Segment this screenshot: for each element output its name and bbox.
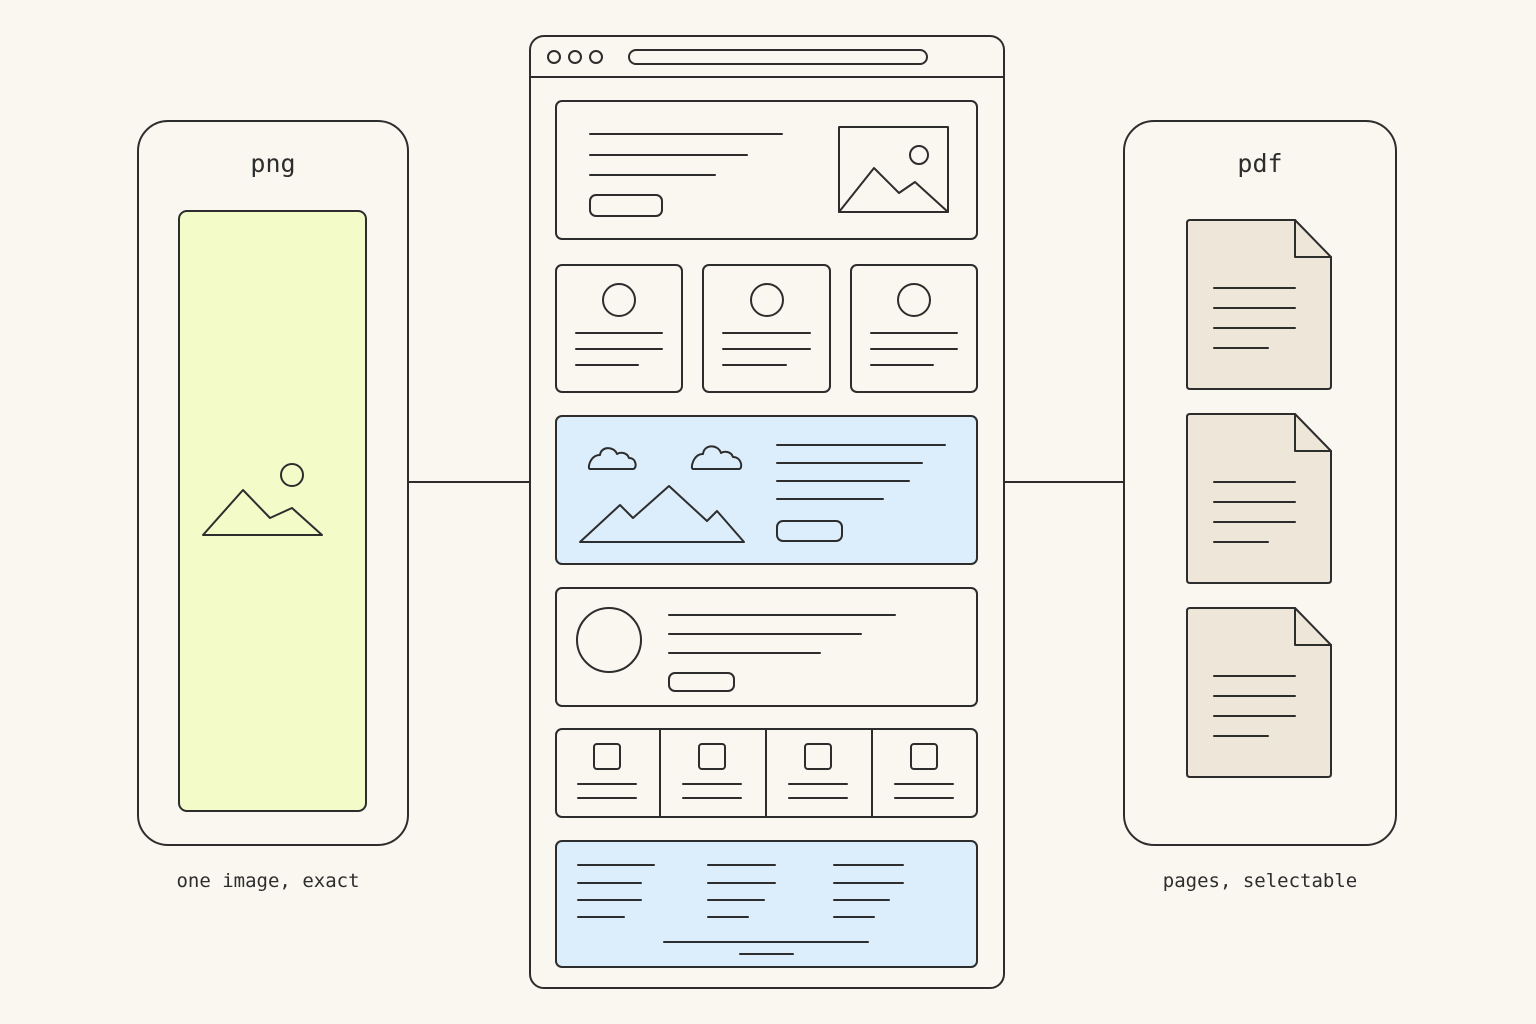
avatar-circle-icon [576,607,642,673]
window-control-dot [547,50,561,64]
window-control-dot [589,50,603,64]
feature-grid [555,728,978,818]
pdf-panel [1123,120,1397,846]
avatar-circle-icon [897,283,931,317]
avatar-circle-icon [750,283,784,317]
image-icon [838,126,949,213]
png-panel [137,120,409,846]
hero-section [555,100,978,240]
pdf-panel-title: pdf [1237,149,1283,178]
profile-card [555,264,683,393]
document-icon [1186,607,1332,778]
profile-section [555,587,978,707]
profile-button [668,672,735,692]
banner-button [776,520,843,542]
cloud-icon [587,447,637,470]
png-panel-frame [137,120,409,846]
image-icon [202,463,323,536]
hero-button [589,194,663,217]
cloud-icon [690,445,743,470]
document-icon [1186,219,1332,390]
png-panel-caption: one image, exact [176,870,360,892]
page-footer [555,840,978,968]
document-icon [1186,413,1332,584]
window-control-dot [568,50,582,64]
pdf-panel-caption: pages, selectable [1162,870,1358,892]
browser-window [529,35,1005,989]
mountain-icon [579,485,745,543]
address-bar [628,49,928,65]
profile-card [702,264,831,393]
avatar-circle-icon [602,283,636,317]
png-image-block [178,210,367,812]
feature-banner [555,415,978,565]
web-page-wireframe [529,35,1005,989]
profile-card [850,264,978,393]
pdf-panel-frame [1123,120,1397,846]
png-panel-title: png [250,149,296,178]
